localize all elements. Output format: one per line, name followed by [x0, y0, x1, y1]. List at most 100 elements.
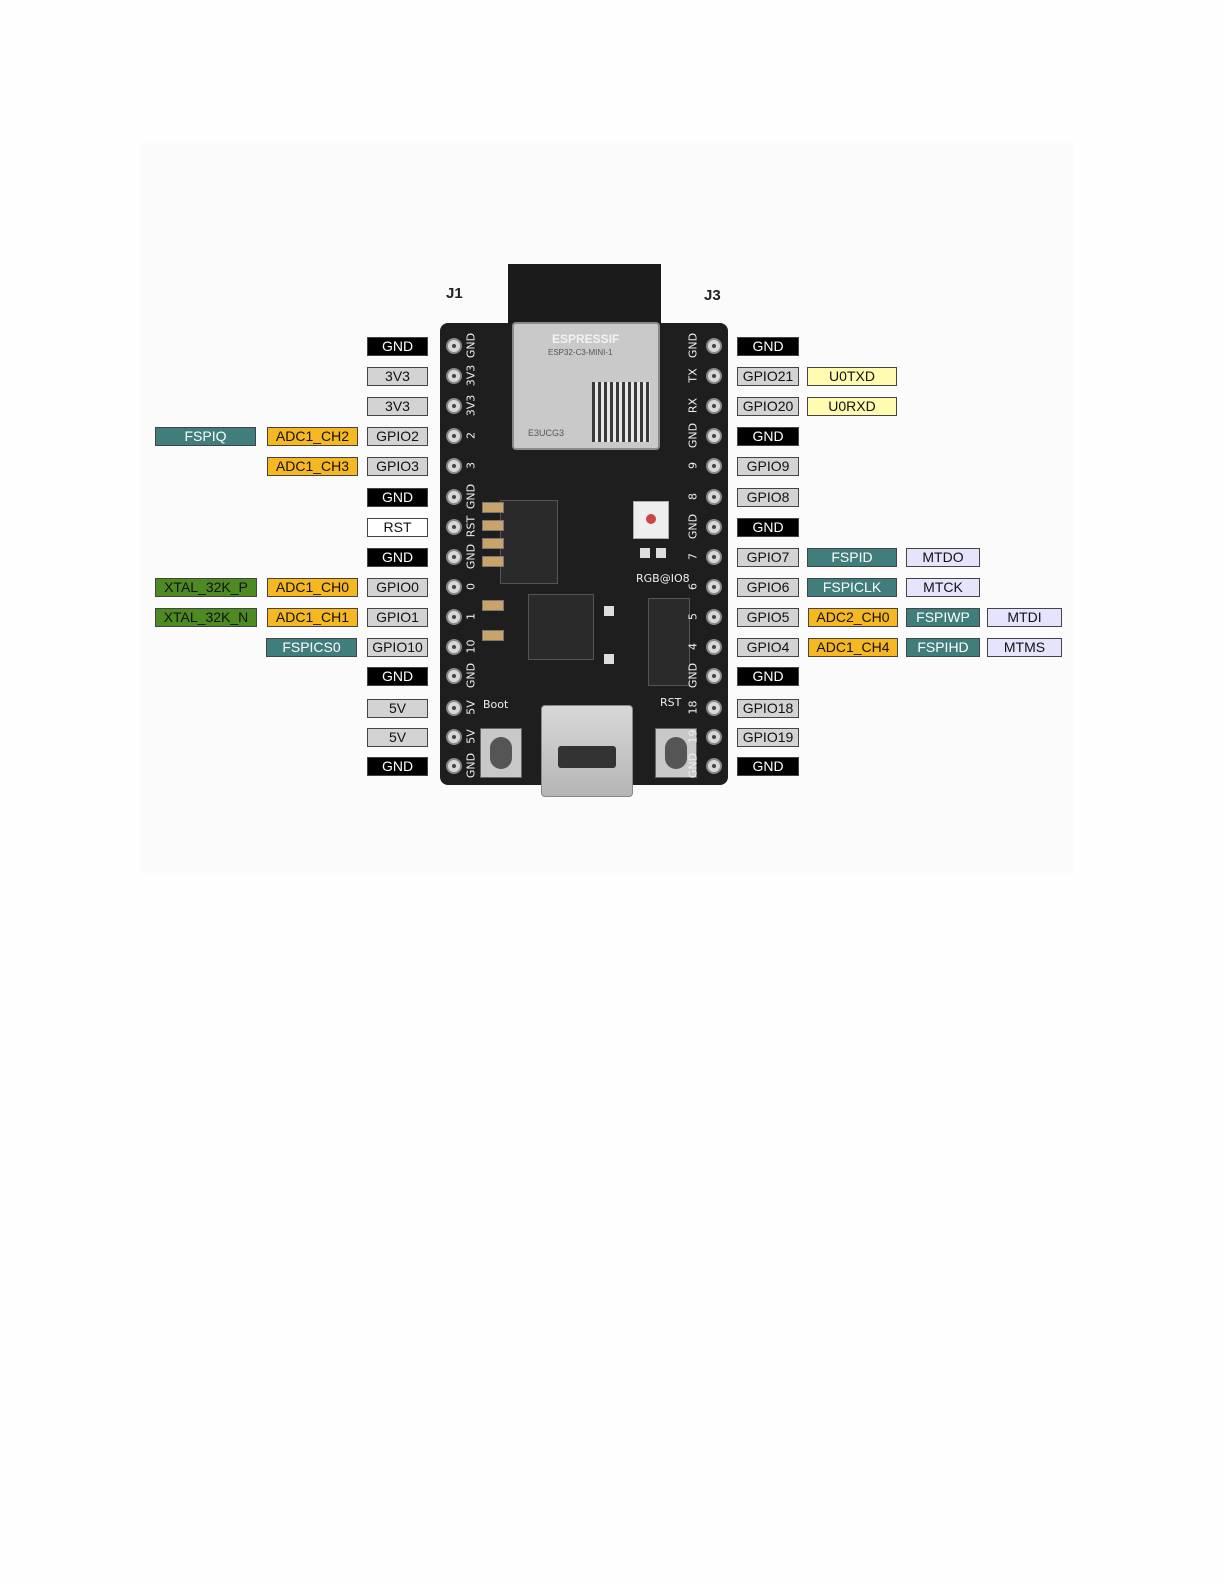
right-header-pin [706, 700, 722, 716]
left-silk-label: GND [464, 543, 478, 570]
right-silk-label: 18 [686, 700, 700, 715]
left-pin-label-3v3: 3V3 [367, 367, 428, 386]
right-header-pin [706, 458, 722, 474]
left-silk-label: GND [464, 483, 478, 510]
left-silk-label: 0 [464, 583, 478, 590]
right-pin-label-adc2-ch0: ADC2_CH0 [808, 608, 898, 627]
capacitor [482, 630, 504, 641]
left-header-pin [446, 729, 462, 745]
left-silk-label: 2 [464, 432, 478, 439]
usb-bridge-chip [528, 594, 594, 660]
solder-pad [656, 548, 666, 558]
left-pin-label-gpio1: GPIO1 [367, 608, 428, 627]
left-silk-label: 3V3 [464, 394, 478, 417]
esp32-module: ESPRESSIF ESP32-C3-MINI-1 E3UCG3 [512, 322, 660, 450]
left-header-pin [446, 758, 462, 774]
capacitor [482, 520, 504, 531]
right-pin-label-gpio18: GPIO18 [737, 699, 799, 718]
right-pin-label-gpio20: GPIO20 [737, 397, 799, 416]
solder-pad [604, 654, 614, 664]
right-pin-label-gpio19: GPIO19 [737, 728, 799, 747]
right-pin-label-gnd: GND [737, 667, 799, 686]
left-header-pin [446, 549, 462, 565]
right-silk-label: 9 [686, 462, 700, 469]
left-header-pin [446, 579, 462, 595]
right-header-pin [706, 639, 722, 655]
header-j3-label: J3 [704, 287, 721, 304]
right-silk-label: 4 [686, 643, 700, 650]
boot-silk-label: Boot [483, 698, 509, 711]
right-pin-label-fspiclk: FSPICLK [807, 578, 897, 597]
left-silk-label: RST [464, 515, 478, 538]
left-silk-label: 5V [464, 700, 478, 715]
right-silk-label: RX [686, 397, 700, 414]
left-silk-label: 10 [464, 639, 478, 654]
rgb-led [633, 501, 669, 539]
right-pin-label-gnd: GND [737, 337, 799, 356]
rst-silk-label: RST [660, 696, 682, 709]
right-silk-label: 5 [686, 613, 700, 620]
right-silk-label: 6 [686, 583, 700, 590]
left-pin-label-adc1-ch0: ADC1_CH0 [267, 578, 358, 597]
left-pin-label-gnd: GND [367, 488, 428, 507]
right-pin-label-u0txd: U0TXD [807, 367, 897, 386]
right-header-pin [706, 579, 722, 595]
right-pin-label-gnd: GND [737, 757, 799, 776]
right-pin-label-mtdo: MTDO [906, 548, 980, 567]
left-pin-label-adc1-ch2: ADC1_CH2 [267, 427, 358, 446]
left-pin-label-gpio2: GPIO2 [367, 427, 428, 446]
left-silk-label: 5V [464, 729, 478, 744]
left-header-pin [446, 519, 462, 535]
right-header-pin [706, 549, 722, 565]
left-pin-label-gpio0: GPIO0 [367, 578, 428, 597]
right-pin-label-gpio7: GPIO7 [737, 548, 799, 567]
right-silk-label: 19 [686, 729, 700, 744]
left-pin-label-adc1-ch1: ADC1_CH1 [267, 608, 358, 627]
left-header-pin [446, 700, 462, 716]
left-header-pin [446, 639, 462, 655]
right-pin-label-fspiwp: FSPIWP [906, 608, 980, 627]
right-pin-label-gpio6: GPIO6 [737, 578, 799, 597]
left-silk-label: GND [464, 332, 478, 359]
left-header-pin [446, 398, 462, 414]
solder-pad [604, 606, 614, 616]
left-pin-label-adc1-ch3: ADC1_CH3 [267, 457, 358, 476]
left-pin-label-3v3: 3V3 [367, 397, 428, 416]
left-silk-label: 3 [464, 462, 478, 469]
right-pin-label-gpio5: GPIO5 [737, 608, 799, 627]
right-header-pin [706, 729, 722, 745]
right-header-pin [706, 338, 722, 354]
left-pin-label-5v: 5V [367, 699, 428, 718]
right-pin-label-fspid: FSPID [807, 548, 897, 567]
module-brand-text: ESPRESSIF [552, 332, 620, 346]
solder-pad [640, 548, 650, 558]
right-header-pin [706, 519, 722, 535]
right-pin-label-mtck: MTCK [906, 578, 980, 597]
left-header-pin [446, 609, 462, 625]
left-pin-label-gnd: GND [367, 548, 428, 567]
left-pin-label-gnd: GND [367, 337, 428, 356]
right-silk-label: GND [686, 332, 700, 359]
rgb-silk-label: RGB@IO8 [636, 572, 690, 585]
left-pin-label-xtal-32k-p: XTAL_32K_P [155, 578, 257, 597]
left-pin-label-xtal-32k-n: XTAL_32K_N [155, 608, 257, 627]
left-silk-label: 1 [464, 613, 478, 620]
right-silk-label: GND [686, 513, 700, 540]
reset-button[interactable] [655, 728, 697, 778]
left-silk-label: 3V3 [464, 364, 478, 387]
right-header-pin [706, 668, 722, 684]
qr-code [592, 382, 650, 442]
header-j1-label: J1 [446, 285, 463, 302]
capacitor [482, 556, 504, 567]
left-header-pin [446, 489, 462, 505]
left-pin-label-gnd: GND [367, 667, 428, 686]
capacitor [482, 502, 504, 513]
right-silk-label: GND [686, 752, 700, 779]
boot-button[interactable] [480, 728, 522, 778]
module-id-text: E3UCG3 [528, 428, 565, 438]
right-pin-label-gpio8: GPIO8 [737, 488, 799, 507]
right-pin-label-gnd: GND [737, 427, 799, 446]
transistor-array [648, 598, 690, 686]
left-header-pin [446, 668, 462, 684]
right-header-pin [706, 489, 722, 505]
